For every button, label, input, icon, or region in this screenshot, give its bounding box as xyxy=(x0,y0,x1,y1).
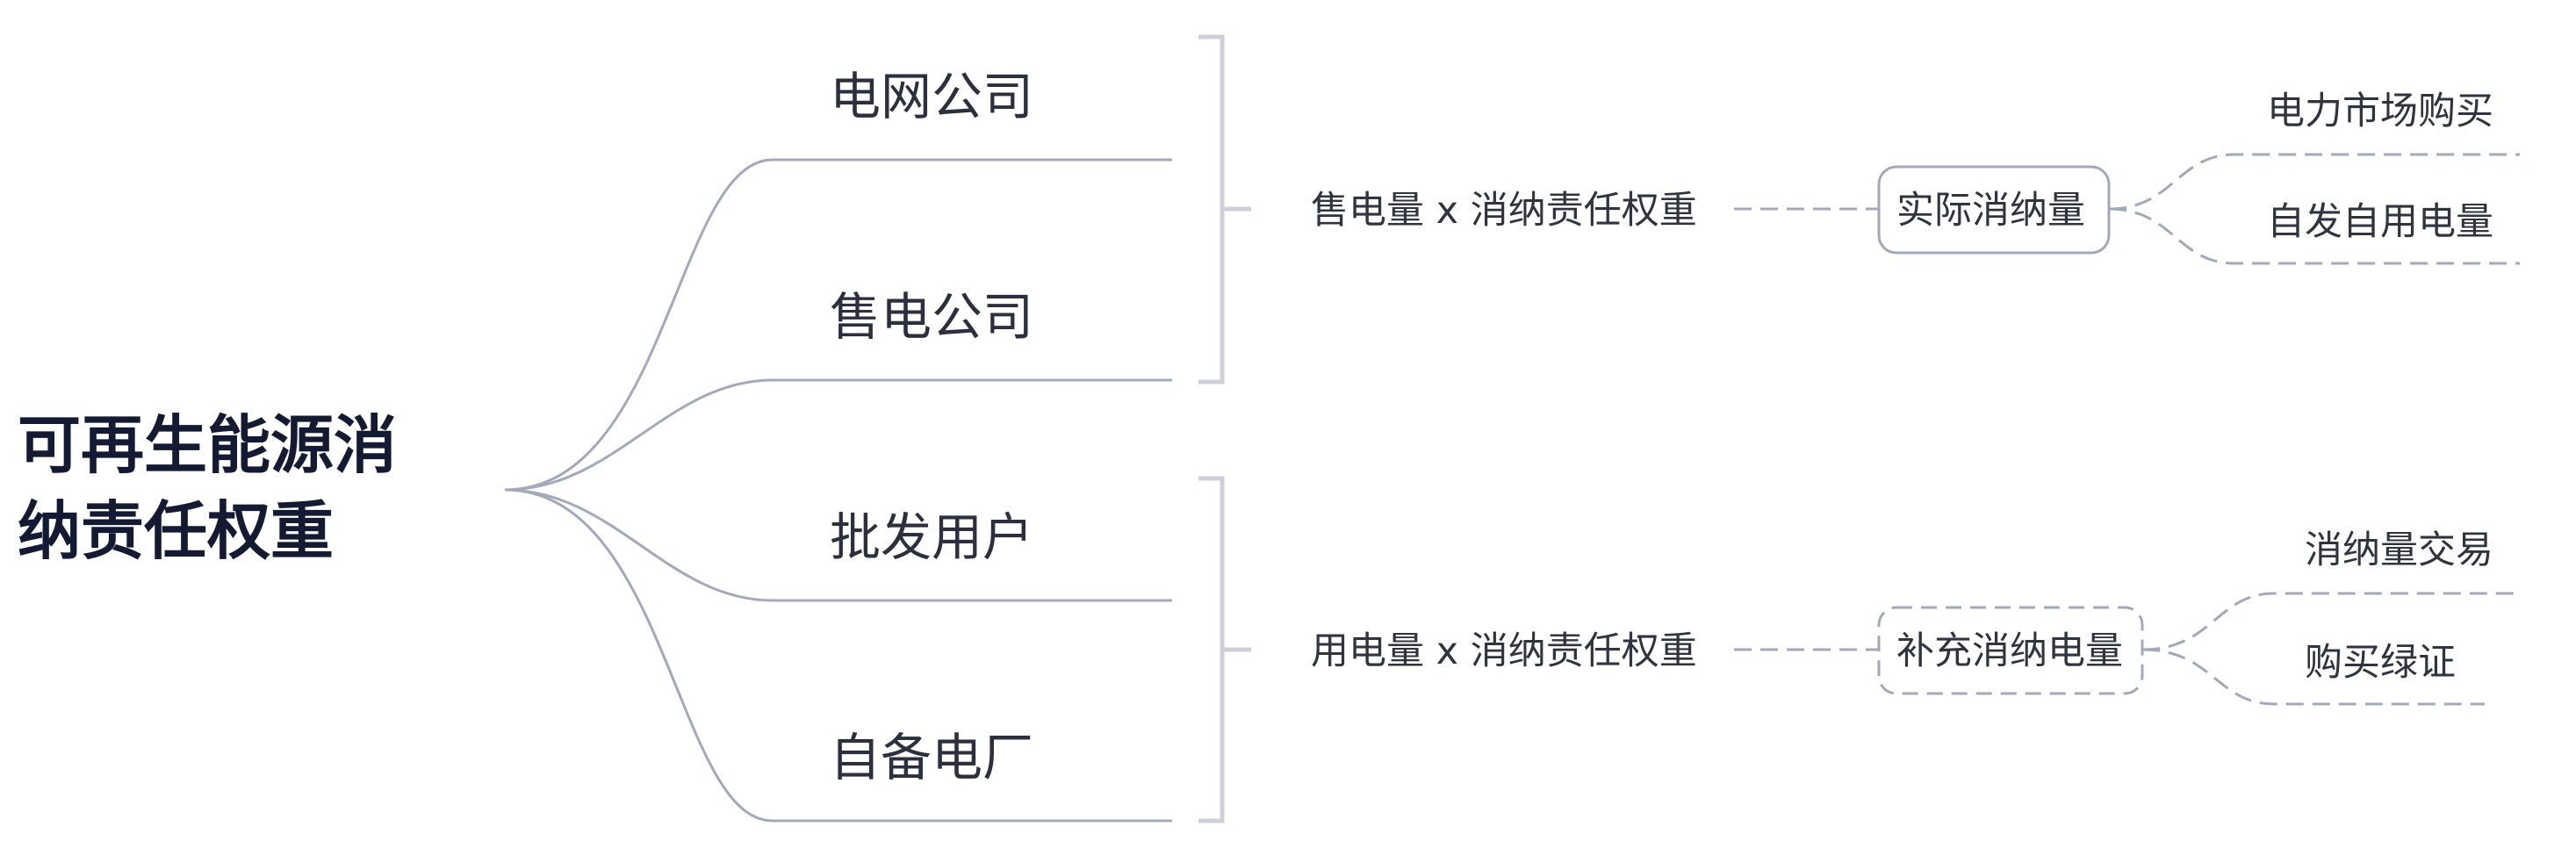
dash-node-to-leaf-1-1 xyxy=(2141,648,2485,706)
root-topic[interactable]: 可再生能源消 纳责任权重 xyxy=(18,408,397,568)
connector-entity-0 xyxy=(504,158,1172,492)
bracket-group-0 xyxy=(1198,34,1251,384)
group-supplementary-consumption: 用电量 x 消纳责任权重 补充消纳电量 消纳量交易 购买绿证 xyxy=(1311,528,2520,706)
group-actual-consumption: 售电量 x 消纳责任权重 实际消纳量 电力市场购买 自发自用电量 xyxy=(1311,90,2520,265)
connector-entity-3 xyxy=(504,488,1172,823)
node-actual-consumption-label: 实际消纳量 xyxy=(1896,189,2085,233)
entity-wholesale-user[interactable]: 批发用户 xyxy=(830,507,1033,567)
entity-grid-company[interactable]: 电网公司 xyxy=(830,67,1033,126)
connector-entity-1 xyxy=(504,378,1172,492)
bracket-group-1 xyxy=(1198,476,1251,823)
leaf-market-purchase[interactable]: 电力市场购买 xyxy=(2267,90,2493,133)
connector-entity-2 xyxy=(504,488,1172,602)
root-title-line1: 可再生能源消 xyxy=(18,408,397,482)
leaf-consumption-trading[interactable]: 消纳量交易 xyxy=(2305,528,2493,572)
entity-captive-plant[interactable]: 自备电厂 xyxy=(830,728,1033,787)
formula-sales: 售电量 x 消纳责任权重 xyxy=(1311,189,1697,233)
root-title-line2: 纳责任权重 xyxy=(18,494,334,568)
leaf-green-certificate[interactable]: 购买绿证 xyxy=(2305,641,2456,685)
entity-retail-company[interactable]: 售电公司 xyxy=(830,287,1033,347)
entity-list: 电网公司 售电公司 批发用户 自备电厂 xyxy=(830,67,1033,787)
root-connectors xyxy=(504,158,1172,823)
leaf-self-generation[interactable]: 自发自用电量 xyxy=(2267,200,2493,244)
dash-node-to-leaf-1-0 xyxy=(2141,592,2520,651)
node-supplementary-consumption-label: 补充消纳电量 xyxy=(1896,629,2123,673)
formula-usage: 用电量 x 消纳责任权重 xyxy=(1311,629,1697,673)
